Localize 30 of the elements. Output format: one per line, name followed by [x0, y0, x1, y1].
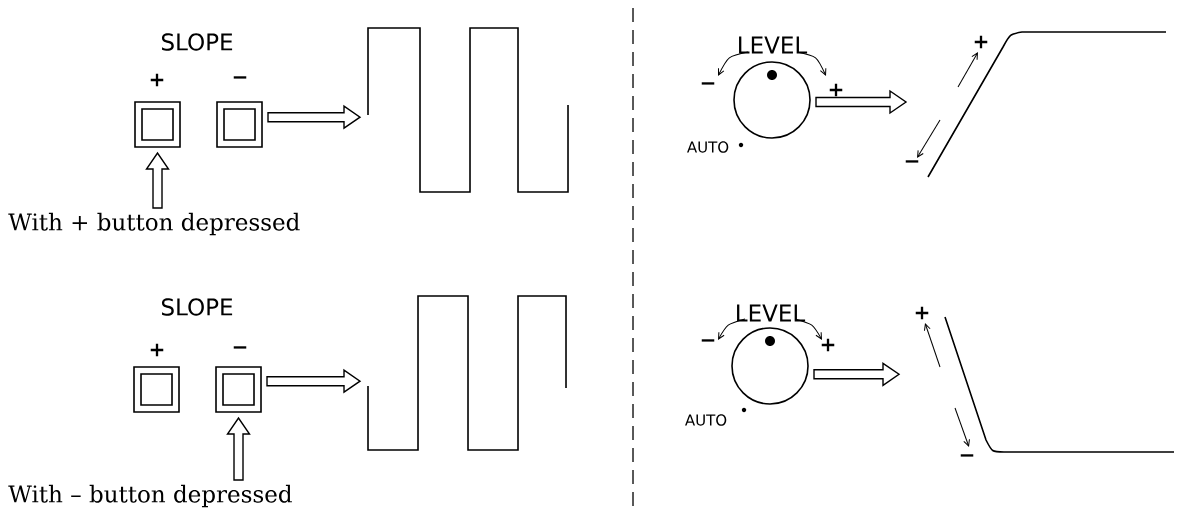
sign-label: − [701, 82, 715, 85]
panel-label: SLOPE [162, 298, 233, 316]
hollow-arrow [813, 361, 901, 387]
hollow-arrow [145, 151, 170, 209]
level-knob [731, 327, 809, 405]
caption-text: With + button depressed [8, 212, 300, 236]
hollow-arrow [815, 89, 908, 115]
push-button [133, 366, 180, 413]
hollow-arrow [266, 368, 362, 394]
caption-text: With – button depressed [8, 484, 292, 508]
sign-label: + [915, 306, 929, 320]
sign-label: + [150, 73, 164, 87]
sign-label: + [829, 83, 843, 97]
waveform-trace [944, 316, 1175, 453]
hollow-arrow [226, 416, 251, 481]
hollow-arrow [267, 104, 362, 130]
sign-label: + [150, 343, 164, 357]
push-button [216, 101, 263, 148]
sign-label: − [233, 346, 247, 349]
panel-label: SLOPE [162, 33, 233, 51]
panel-label: AUTO [687, 141, 729, 153]
sign-label: − [233, 76, 247, 79]
push-button [134, 101, 181, 148]
push-button [215, 366, 262, 413]
waveform-trace [927, 31, 1167, 178]
panel-label: AUTO [685, 414, 727, 426]
level-knob [733, 61, 811, 139]
sign-label: + [974, 35, 988, 49]
waveform-trace [367, 27, 569, 193]
waveform-trace [367, 295, 567, 451]
